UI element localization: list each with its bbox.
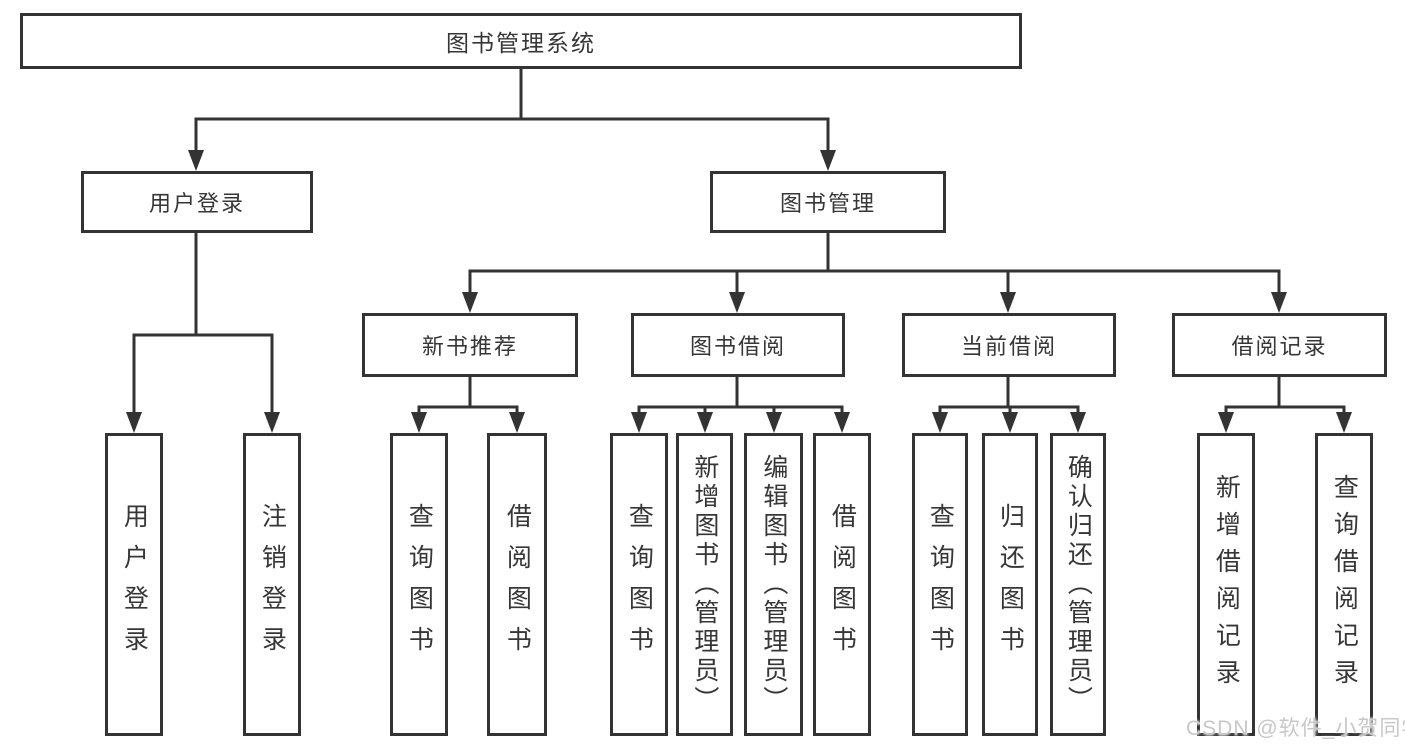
leaf-confirm-return-admin: 确认归还（管理员） (1050, 433, 1106, 736)
connector-current-to-leaves (938, 376, 1080, 414)
leaf-add-book-admin: 新增图书（管理员） (676, 433, 733, 736)
arrow-down-icon (126, 412, 142, 433)
arrow-down-icon (1336, 412, 1352, 433)
arrowhead-icons (126, 150, 1352, 433)
arrow-down-icon (1271, 292, 1287, 313)
leaf-label: 借阅图书 (828, 502, 857, 667)
arrow-down-icon (1070, 412, 1086, 433)
arrow-down-icon (834, 412, 850, 433)
arrow-down-icon (1000, 292, 1016, 313)
leaf-user-login: 用户登录 (105, 433, 163, 736)
leaf-borrow-books: 借阅图书 (813, 433, 871, 736)
leaf-query-borrow-record: 查询借阅记录 (1315, 433, 1373, 736)
node-user-login: 用户登录 (81, 171, 313, 233)
node-book-management: 图书管理 (710, 171, 946, 233)
connector-newbook-to-leaves (417, 376, 519, 414)
leaf-query-books-current: 查询图书 (912, 433, 968, 736)
leaf-label: 借阅图书 (503, 502, 532, 667)
connector-lines (132, 68, 1346, 414)
connector-root-to-level2 (194, 68, 830, 152)
leaf-borrow-books-recommend: 借阅图书 (487, 433, 547, 736)
leaf-query-books-recommend: 查询图书 (390, 433, 448, 736)
node-new-book-recommend: 新书推荐 (362, 313, 578, 377)
connector-records-to-leaves (1224, 376, 1346, 414)
leaf-label: 查询图书 (926, 502, 955, 667)
leaf-label: 查询图书 (625, 502, 654, 667)
arrow-down-icon (697, 412, 713, 433)
connector-userlogin-to-leaves (132, 232, 274, 414)
node-borrow-records: 借阅记录 (1172, 313, 1387, 377)
node-library-system: 图书管理系统 (20, 13, 1022, 69)
arrow-down-icon (188, 150, 204, 171)
connector-borrow-to-leaves (637, 376, 844, 414)
leaf-label: 用户登录 (120, 502, 149, 667)
leaf-label: 归还图书 (996, 502, 1025, 667)
leaf-logout: 注销登录 (243, 433, 301, 736)
leaf-label: 查询图书 (405, 502, 434, 667)
arrow-down-icon (411, 412, 427, 433)
leaf-label: 注销登录 (258, 502, 287, 667)
connector-bookmgmt-to-level3 (468, 232, 1281, 294)
arrow-down-icon (1218, 412, 1234, 433)
leaf-label: 查询借阅记录 (1330, 473, 1359, 696)
arrow-down-icon (264, 412, 280, 433)
leaf-label: 新增图书（管理员） (690, 454, 719, 715)
arrow-down-icon (631, 412, 647, 433)
node-book-borrow: 图书借阅 (631, 313, 845, 377)
leaf-add-borrow-record: 新增借阅记录 (1197, 433, 1255, 736)
leaf-edit-book-admin: 编辑图书（管理员） (744, 433, 803, 736)
arrow-down-icon (766, 412, 782, 433)
leaf-label: 编辑图书（管理员） (759, 454, 788, 715)
arrow-down-icon (1002, 412, 1018, 433)
arrow-down-icon (462, 292, 478, 313)
arrow-down-icon (820, 150, 836, 171)
arrow-down-icon (729, 292, 745, 313)
leaf-query-books-borrow: 查询图书 (610, 433, 668, 736)
leaf-return-books: 归还图书 (982, 433, 1038, 736)
leaf-label: 新增借阅记录 (1212, 473, 1241, 696)
arrow-down-icon (509, 412, 525, 433)
csdn-watermark: CSDN @软件_小贺同学 (1186, 717, 1405, 740)
node-current-borrow: 当前借阅 (902, 313, 1116, 377)
leaf-label: 确认归还（管理员） (1064, 454, 1093, 715)
arrow-down-icon (932, 412, 948, 433)
